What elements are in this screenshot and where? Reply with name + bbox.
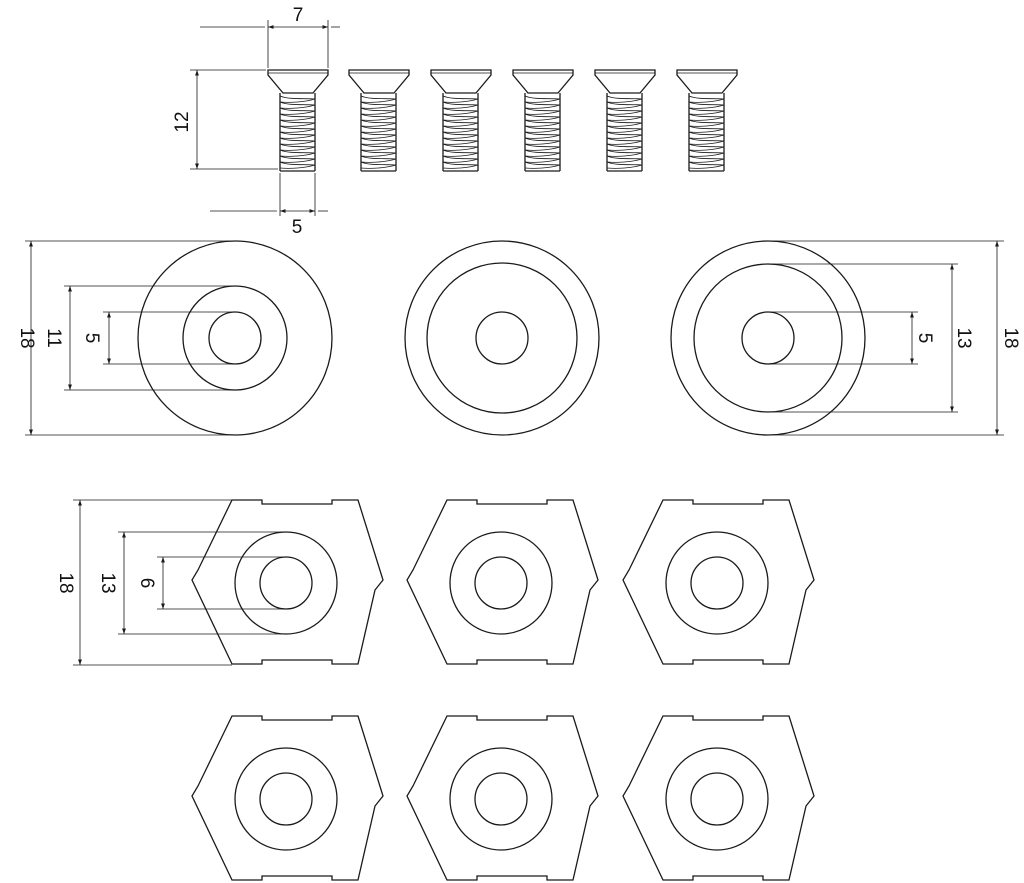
hex-nut-2: [406, 499, 599, 665]
hex-nut-dimension-outer: 18: [55, 499, 232, 666]
dim-washer-middle-left-label: 11: [43, 328, 64, 348]
screws-group: 7 12 5: [172, 5, 738, 238]
screw-thread: [279, 95, 316, 169]
screw-3: [430, 69, 492, 172]
dim-nut-outer-label: 18: [55, 572, 76, 593]
dim-washer-middle-right-label: 13: [953, 327, 974, 348]
dim-shank-width-label: 5: [292, 217, 303, 238]
screw-4: [512, 69, 574, 172]
screw-6: [676, 69, 738, 172]
hex-nut-dimension-middle: 13: [97, 531, 286, 635]
hex-nuts-group: 18 13 6: [55, 499, 815, 881]
hex-nut-dimension-inner: 6: [136, 556, 286, 610]
screw-dimension-head-width: 7: [200, 5, 340, 68]
screw-dimension-length: 12: [172, 69, 278, 170]
screw-dimension-shank-width: 5: [210, 173, 328, 238]
washer-left-dimension-outer: 18: [16, 240, 235, 436]
washer-left: [137, 240, 333, 436]
dim-nut-middle-label: 13: [97, 572, 118, 593]
hex-nut-6: [622, 715, 815, 881]
washer-left-dimension-middle: 11: [43, 285, 235, 391]
hex-nut-3: [622, 499, 815, 665]
hex-nut-4: [191, 715, 384, 881]
hex-nut-1: [191, 499, 384, 665]
washer-right-dimension-middle: 13: [768, 263, 974, 413]
dim-nut-inner-label: 6: [136, 578, 157, 589]
dim-washer-inner-right-label: 5: [914, 333, 935, 344]
washers-group: 18 11 5 18 13: [16, 240, 1021, 436]
dim-washer-outer-right-label: 18: [1000, 327, 1021, 348]
dim-washer-outer-left-label: 18: [16, 327, 37, 348]
screw-5: [594, 69, 656, 172]
hex-nut-5: [406, 715, 599, 881]
screw-2: [348, 69, 410, 172]
washer-left-dimension-inner: 5: [81, 311, 235, 365]
washer-middle: [404, 240, 600, 436]
washer-right-dimension-outer: 18: [768, 240, 1021, 436]
washer-right: [670, 240, 866, 436]
dim-length-label: 12: [172, 111, 193, 132]
dim-head-width-label: 7: [293, 5, 304, 26]
washer-right-dimension-inner: 5: [768, 311, 935, 365]
screw-1: [267, 69, 329, 172]
dim-washer-inner-left-label: 5: [81, 333, 102, 344]
